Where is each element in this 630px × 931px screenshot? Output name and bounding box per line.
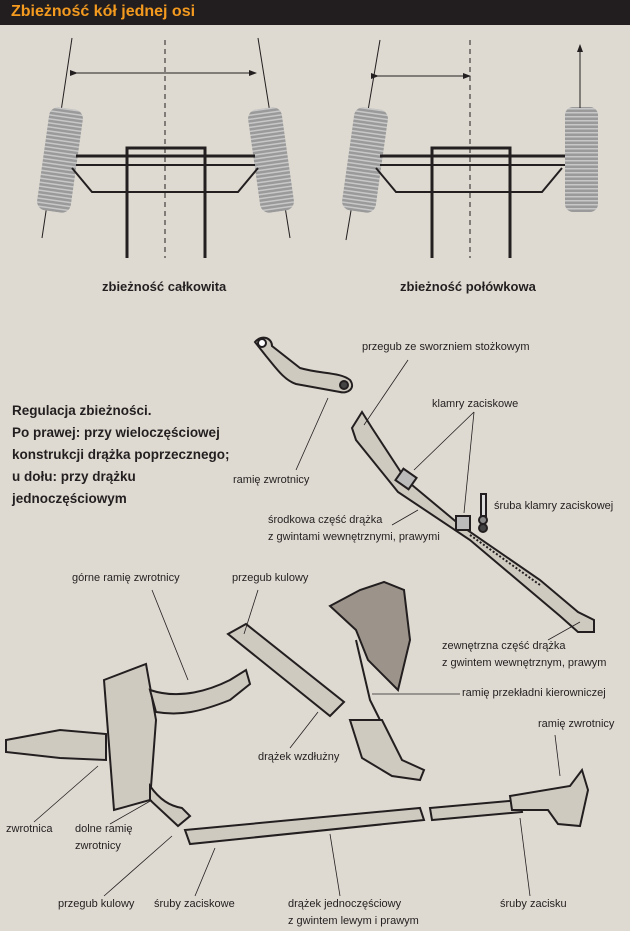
label-clamp-bolt: śruba klamry zaciskowej <box>494 500 614 512</box>
wheel-left <box>37 107 83 213</box>
label-ball-joint-1: przegub kulowy <box>232 572 309 584</box>
description-line: u dołu: przy drążku <box>12 469 136 484</box>
half-toe-caption: zbieżność połówkowa <box>400 279 536 294</box>
label-pitman-arm: ramię przekładni kierowniczej <box>462 687 606 699</box>
label-upper-arm: górne ramię zwrotnicy <box>72 572 180 584</box>
label-clamp-screws: śruby zacisku <box>500 898 567 910</box>
label-outer-rod: zewnętrzna część drążka z gwintem wewnętr… <box>442 638 606 672</box>
label-clamp-bolts: śruby zaciskowe <box>154 898 235 910</box>
label-clamps: klamry zaciskowe <box>432 398 519 410</box>
label-center-rod: środkowa część drążka z gwintami wewnętrz… <box>268 512 440 546</box>
page-title: Zbieżność kół jednej osi <box>11 3 196 20</box>
label-ball-joint-2: przegub kulowy <box>58 898 135 910</box>
label-knuckle: zwrotnica <box>6 823 53 835</box>
leader-lines <box>33 359 581 897</box>
label-line: drążek jednoczęściowy <box>288 898 402 910</box>
label-single-rod: drążek jednoczęściowy z gwintem lewym i p… <box>288 896 419 930</box>
multi-part-tie-rod-sketch <box>253 336 595 633</box>
label-line: środkowa część drążka <box>268 514 383 526</box>
description-line: konstrukcji drążka poprzecznego; <box>12 447 230 462</box>
half-toe-diagram <box>342 39 598 258</box>
label-steering-arm-1: ramię zwrotnicy <box>233 474 310 486</box>
label-steering-arm-2: ramię zwrotnicy <box>538 718 615 730</box>
label-drag-link: drążek wzdłużny <box>258 751 340 763</box>
label-line: zwrotnicy <box>75 840 121 852</box>
description-line: Regulacja zbieżności. <box>12 403 152 418</box>
label-line: dolne ramię <box>75 823 133 835</box>
label-line: z gwintem lewym i prawym <box>288 915 419 927</box>
label-lower-arm: dolne ramię zwrotnicy <box>75 821 132 855</box>
single-part-tie-rod-sketch <box>5 580 590 846</box>
label-line: z gwintem wewnętrznym, prawym <box>442 657 607 669</box>
description-text: Regulacja zbieżności. Po prawej: przy wi… <box>12 400 230 510</box>
total-toe-diagram <box>37 37 294 258</box>
description-line: jednoczęściowym <box>12 491 127 506</box>
label-tapered-joint: przegub ze sworzniem stożkowym <box>362 341 530 353</box>
header-bar: Zbieżność kół jednej osi <box>0 0 630 25</box>
total-toe-caption: zbieżność całkowita <box>102 279 227 294</box>
label-line: zewnętrzna część drążka <box>442 640 566 652</box>
wheel-right <box>248 107 294 213</box>
label-line: z gwintami wewnętrznymi, prawymi <box>268 531 440 543</box>
description-line: Po prawej: przy wieloczęściowej <box>12 425 220 440</box>
